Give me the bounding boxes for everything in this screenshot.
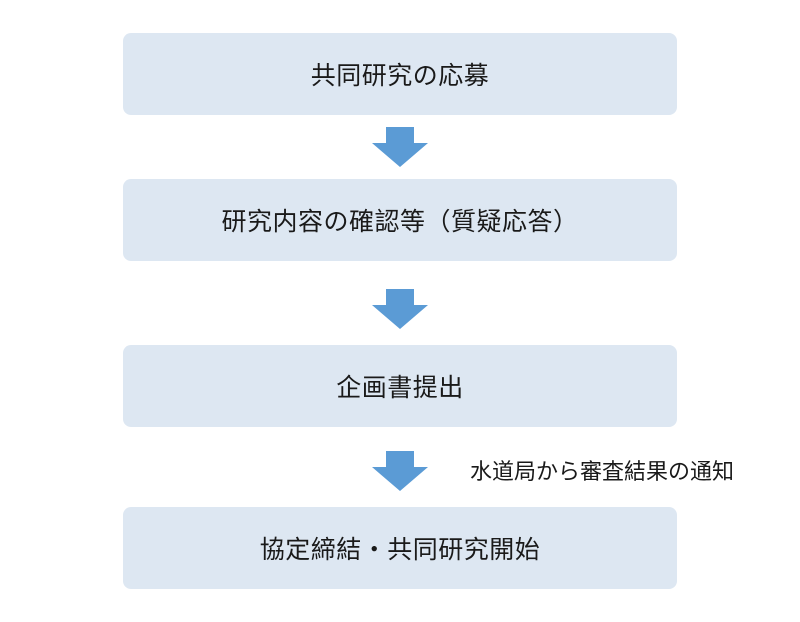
step-label: 企画書提出 bbox=[336, 373, 464, 402]
step-label: 研究内容の確認等（質疑応答） bbox=[221, 207, 579, 236]
arrow-down-icon bbox=[372, 127, 428, 167]
flow-step-application: 共同研究の応募 bbox=[123, 33, 677, 115]
step-label: 協定締結・共同研究開始 bbox=[259, 535, 541, 564]
arrow-down-icon bbox=[372, 451, 428, 491]
review-result-note: 水道局から審査結果の通知 bbox=[470, 460, 735, 485]
step-label: 共同研究の応募 bbox=[310, 61, 490, 90]
flow-step-confirmation: 研究内容の確認等（質疑応答） bbox=[123, 179, 677, 261]
flow-step-proposal: 企画書提出 bbox=[123, 345, 677, 427]
arrow-down-icon bbox=[372, 289, 428, 329]
flow-step-agreement: 協定締結・共同研究開始 bbox=[123, 507, 677, 589]
